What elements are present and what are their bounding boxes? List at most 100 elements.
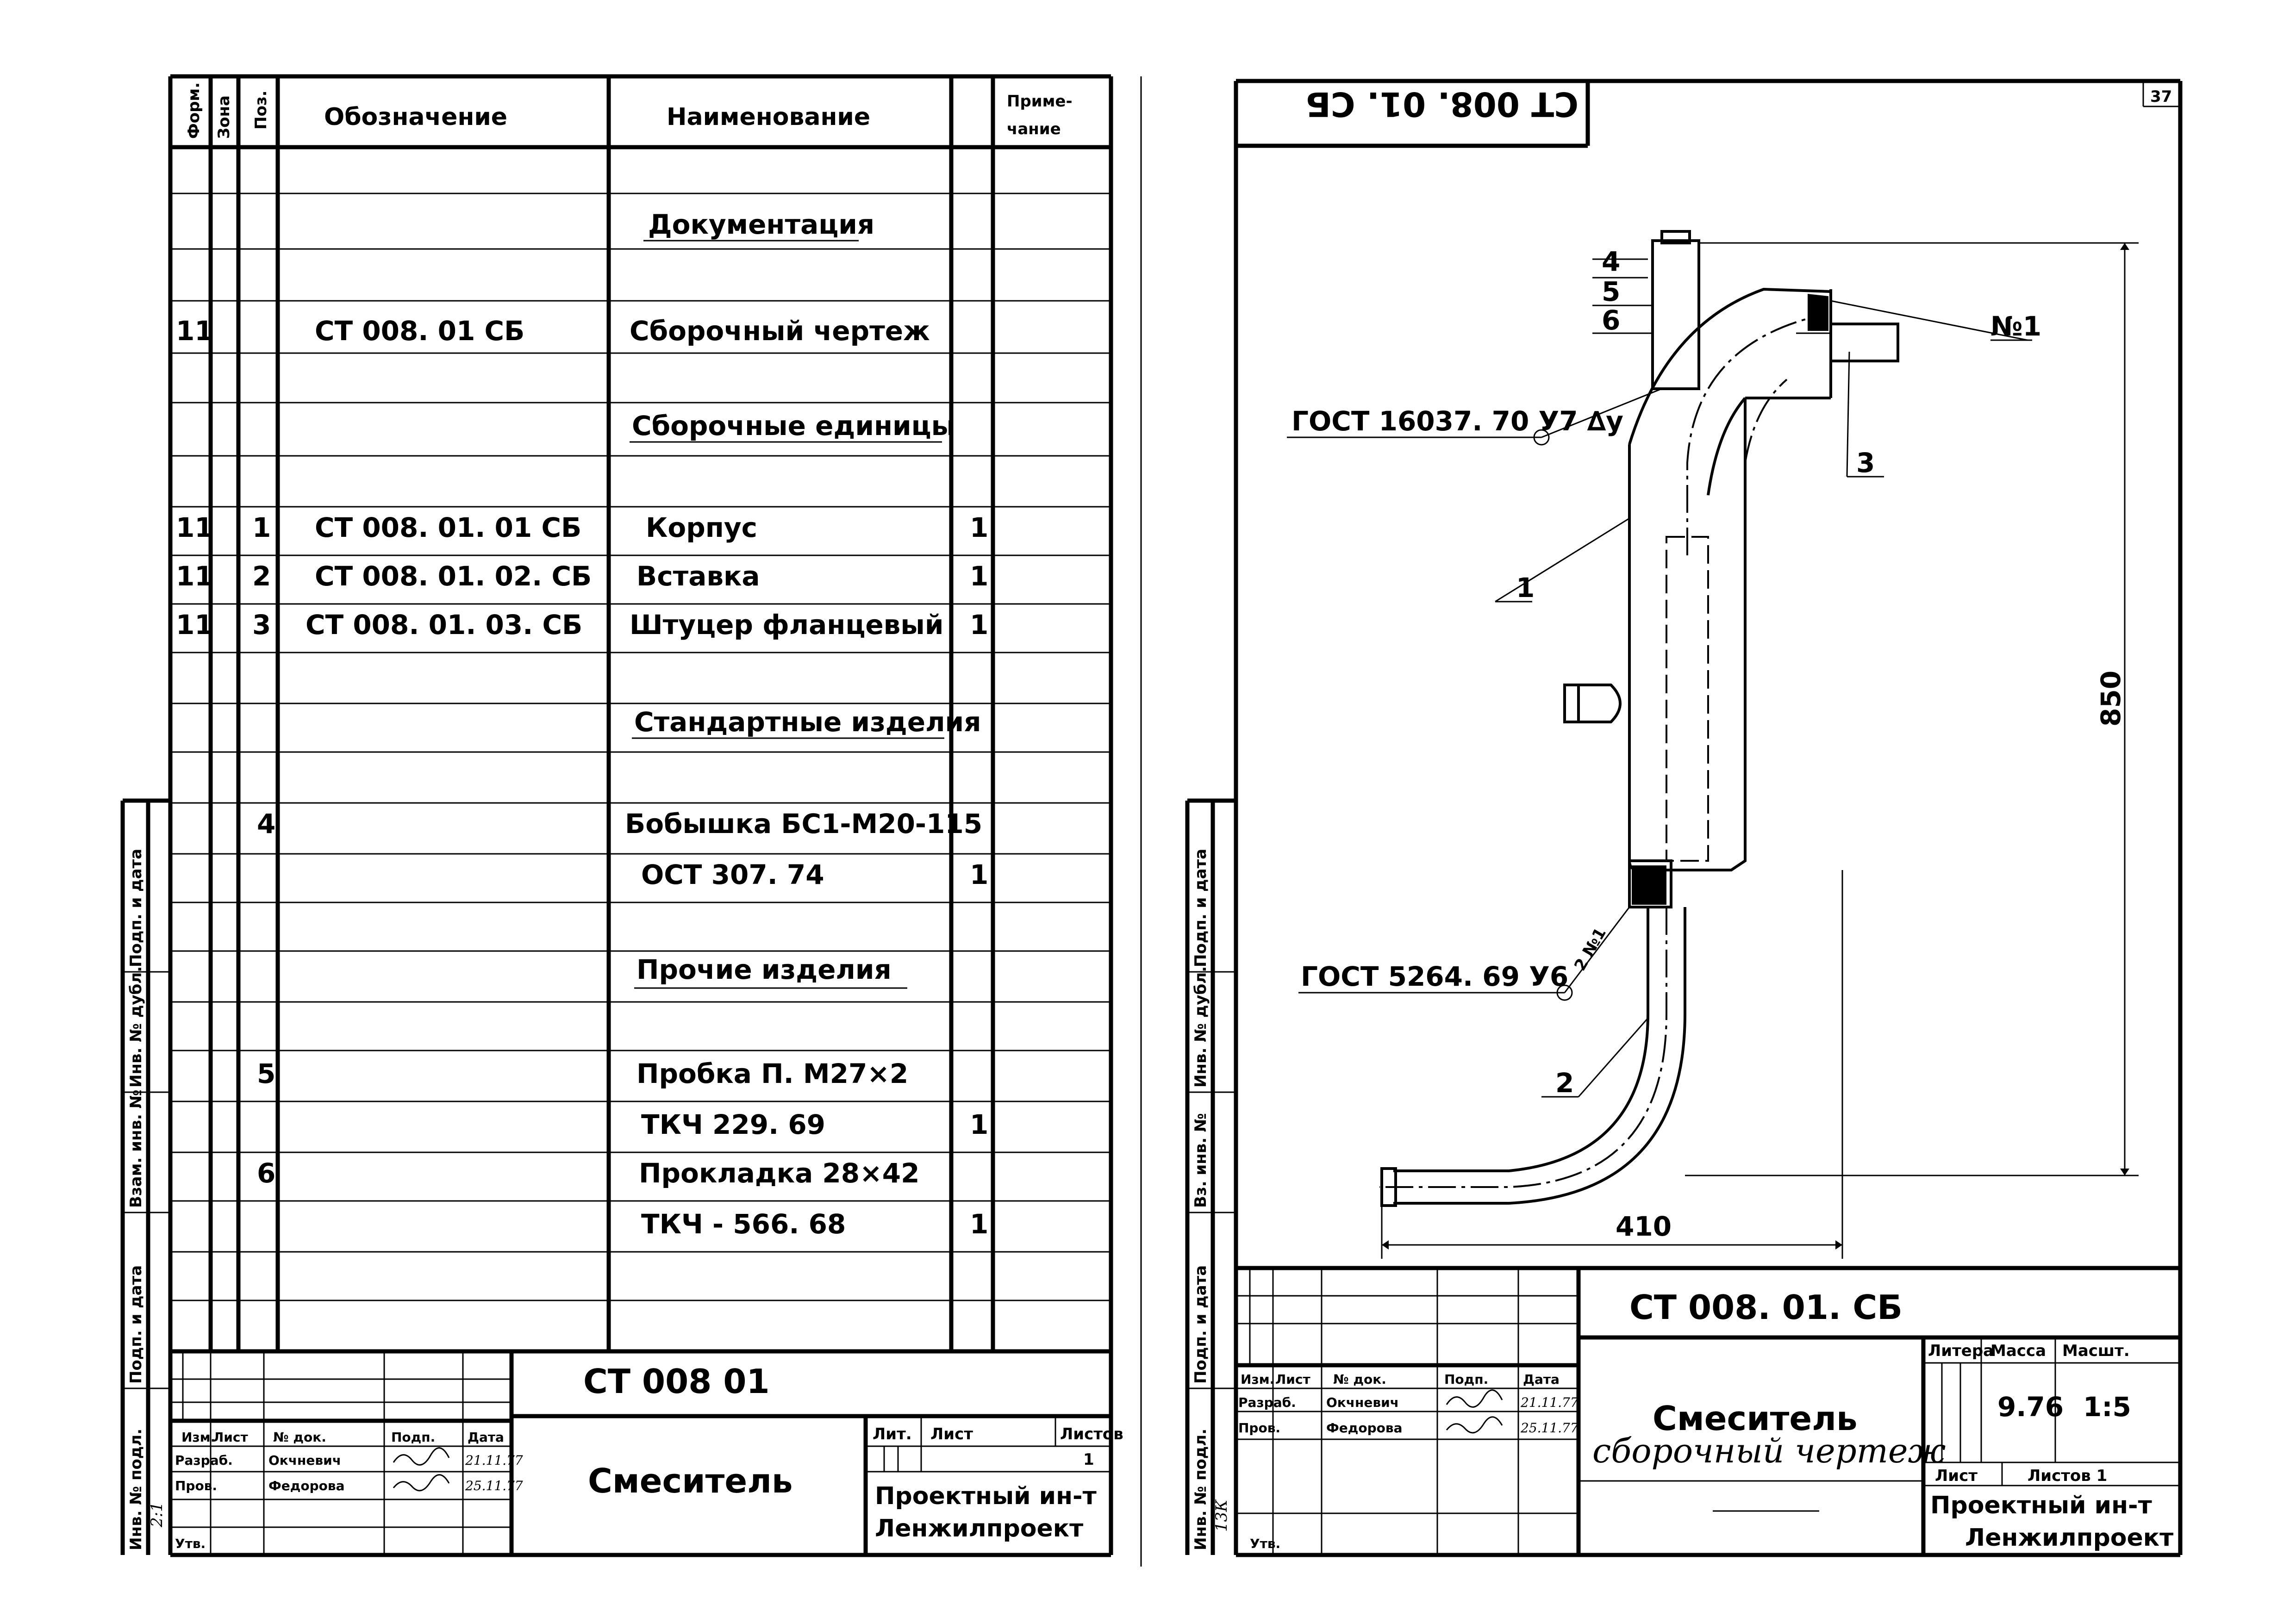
callout-3: 3 xyxy=(1856,447,1875,479)
signature xyxy=(393,1447,450,1466)
tb-sheets-value: 1 xyxy=(1083,1450,1094,1469)
spec-section-other: Прочие изделия xyxy=(636,954,892,985)
spec-row-qty: 1 xyxy=(970,609,988,640)
left-title-block: Изм. Лист № док. Подп. Дата Разраб. Окчн… xyxy=(170,1349,1123,1555)
dimensions: 850 410 xyxy=(1381,242,2139,1259)
header-note-2: чание xyxy=(1007,120,1061,138)
tb-mass-value: 9.76 xyxy=(1997,1391,2064,1423)
spec-row-name: Корпус xyxy=(646,512,757,543)
spec-row-designation: СТ 008. 01 СБ xyxy=(315,315,524,347)
signature xyxy=(1446,1416,1503,1434)
left-binding-strip: Инв. № подл. Подп. и дата Взам. инв. № И… xyxy=(120,798,170,1555)
side-label: Подп. и дата xyxy=(127,1265,145,1384)
spec-row-name: Бобышка БС1-М20-115 xyxy=(625,808,982,839)
tb-code: СТ 008. 01. СБ xyxy=(1629,1288,1903,1327)
spec-row-pos: 3 xyxy=(252,609,271,640)
spec-row-qty: 1 xyxy=(970,1208,988,1240)
spec-row-name: Сборочный чертеж xyxy=(630,315,930,347)
tb-name: Окчневич xyxy=(268,1453,341,1468)
side-label: Вз. инв. № xyxy=(1192,1113,1210,1208)
tb-role: Утв. xyxy=(1250,1536,1280,1551)
callout-5: 5 xyxy=(1602,276,1620,307)
spec-row-qty: 1 xyxy=(970,859,988,890)
right-title-block: Изм. Лист № док. Подп. Дата Разраб. Окчн… xyxy=(1236,1266,2180,1555)
dim-height: 850 xyxy=(2095,671,2127,727)
spec-section-standard: Стандартные изделия xyxy=(634,706,981,738)
side-label: Инв. № дубл. xyxy=(1192,966,1210,1088)
tb-role: Пров. xyxy=(175,1478,217,1493)
tb-lit: Лит. xyxy=(873,1425,912,1443)
tb-name: Федорова xyxy=(268,1478,345,1493)
spec-row-pos: 6 xyxy=(257,1157,275,1189)
spec-row-qty: 1 xyxy=(970,512,988,543)
spec-row-name: Пробка П. М27×2 xyxy=(636,1058,908,1089)
tb-name: Окчневич xyxy=(1326,1395,1399,1410)
header-designation: Обозначение xyxy=(324,103,507,131)
tb-col-list: Лист xyxy=(213,1430,248,1445)
side-label: Подп. и дата xyxy=(127,849,145,967)
header-pos: Поз. xyxy=(252,91,270,130)
tb-sheets: Листов xyxy=(1060,1425,1123,1443)
tb-mass: Масса xyxy=(1990,1342,2046,1360)
tb-org-1: Проектный ин-т xyxy=(875,1482,1097,1510)
tb-litera: Литера xyxy=(1928,1342,1994,1360)
spec-row-pos: 5 xyxy=(257,1058,275,1089)
small-stamp: 2:1 xyxy=(148,1502,166,1528)
right-binding-strip: Инв. № подл. Подп. и дата Вз. инв. № Инв… xyxy=(1185,798,1236,1555)
tb-title: Смеситель xyxy=(1653,1399,1857,1438)
spec-row-designation: СТ 008. 01. 03. СБ xyxy=(306,609,582,640)
signature xyxy=(393,1474,450,1492)
spec-row-format: 11 xyxy=(176,609,213,640)
header-note-1: Приме- xyxy=(1007,92,1073,111)
tb-code: СТ 008 01 xyxy=(583,1362,770,1401)
tb-col-sign: Подп. xyxy=(391,1430,435,1445)
spec-row-name: Прокладка 28×42 xyxy=(639,1157,919,1189)
spec-row-name: ТКЧ 229. 69 xyxy=(641,1109,825,1140)
callout-n1: №1 xyxy=(1990,311,2041,342)
tb-col-sign: Подп. xyxy=(1444,1372,1488,1387)
callout-gost2: ГОСТ 5264. 69 У6 xyxy=(1301,961,1568,992)
tb-org-1: Проектный ин-т xyxy=(1930,1492,2152,1519)
side-label: Подп. и дата xyxy=(1192,1265,1210,1384)
spec-row-name: Вставка xyxy=(636,560,760,592)
callout-4: 4 xyxy=(1602,246,1620,277)
tb-col-list: Лист xyxy=(1275,1372,1310,1387)
side-label: Инв. № подл. xyxy=(127,1429,145,1550)
spec-row-name: Штуцер фланцевый xyxy=(630,609,943,640)
header-format: Форм. xyxy=(185,82,203,139)
header-zone: Зона xyxy=(215,95,233,139)
callout-6: 6 xyxy=(1602,305,1620,336)
tb-org-2: Ленжилпроект xyxy=(1965,1524,2173,1552)
callout-n1b: 2 №1 xyxy=(1571,925,1610,974)
spec-section-assemblies: Сборочные единицы xyxy=(632,410,955,442)
tb-role: Пров. xyxy=(1238,1420,1280,1436)
tb-col-izm: Изм. xyxy=(1241,1372,1274,1387)
spec-row-format: 11 xyxy=(176,315,213,347)
spec-row-name: ОСТ 307. 74 xyxy=(641,859,824,890)
callout-gost1: ГОСТ 16037. 70 У7 ∆у xyxy=(1292,405,1623,437)
signature xyxy=(1446,1389,1503,1408)
tb-scale-value: 1:5 xyxy=(2083,1391,2131,1423)
tb-sheet: Лист xyxy=(930,1425,973,1443)
tb-col-doc: № док. xyxy=(1333,1372,1386,1387)
tb-sheets: Листов 1 xyxy=(2028,1467,2107,1485)
left-specification-sheet: Форм. Зона Поз. Обозначение Наименование… xyxy=(120,74,1123,1557)
side-label: Подп. и дата xyxy=(1192,849,1210,967)
spec-row-qty: 1 xyxy=(970,560,988,592)
header-name: Наименование xyxy=(667,103,870,131)
side-label: Инв. № дубл. xyxy=(127,966,145,1088)
tb-date: 25.11.77 xyxy=(465,1478,523,1493)
spec-row-format: 11 xyxy=(176,512,213,543)
tb-date: 21.11.77 xyxy=(1520,1395,1578,1410)
spec-row-designation: СТ 008. 01. 02. СБ xyxy=(315,560,592,592)
tb-date: 25.11.77 xyxy=(1520,1420,1578,1436)
spec-row-format: 11 xyxy=(176,560,213,592)
tb-org-2: Ленжилпроект xyxy=(875,1515,1083,1542)
tb-role: Разраб. xyxy=(175,1453,233,1468)
tb-col-doc: № док. xyxy=(273,1430,326,1445)
top-code: СТ 008. 01. СБ xyxy=(1305,85,1578,124)
spec-row-pos: 1 xyxy=(252,512,271,543)
spec-row-qty: 1 xyxy=(970,1109,988,1140)
spec-row-pos: 2 xyxy=(252,560,271,592)
